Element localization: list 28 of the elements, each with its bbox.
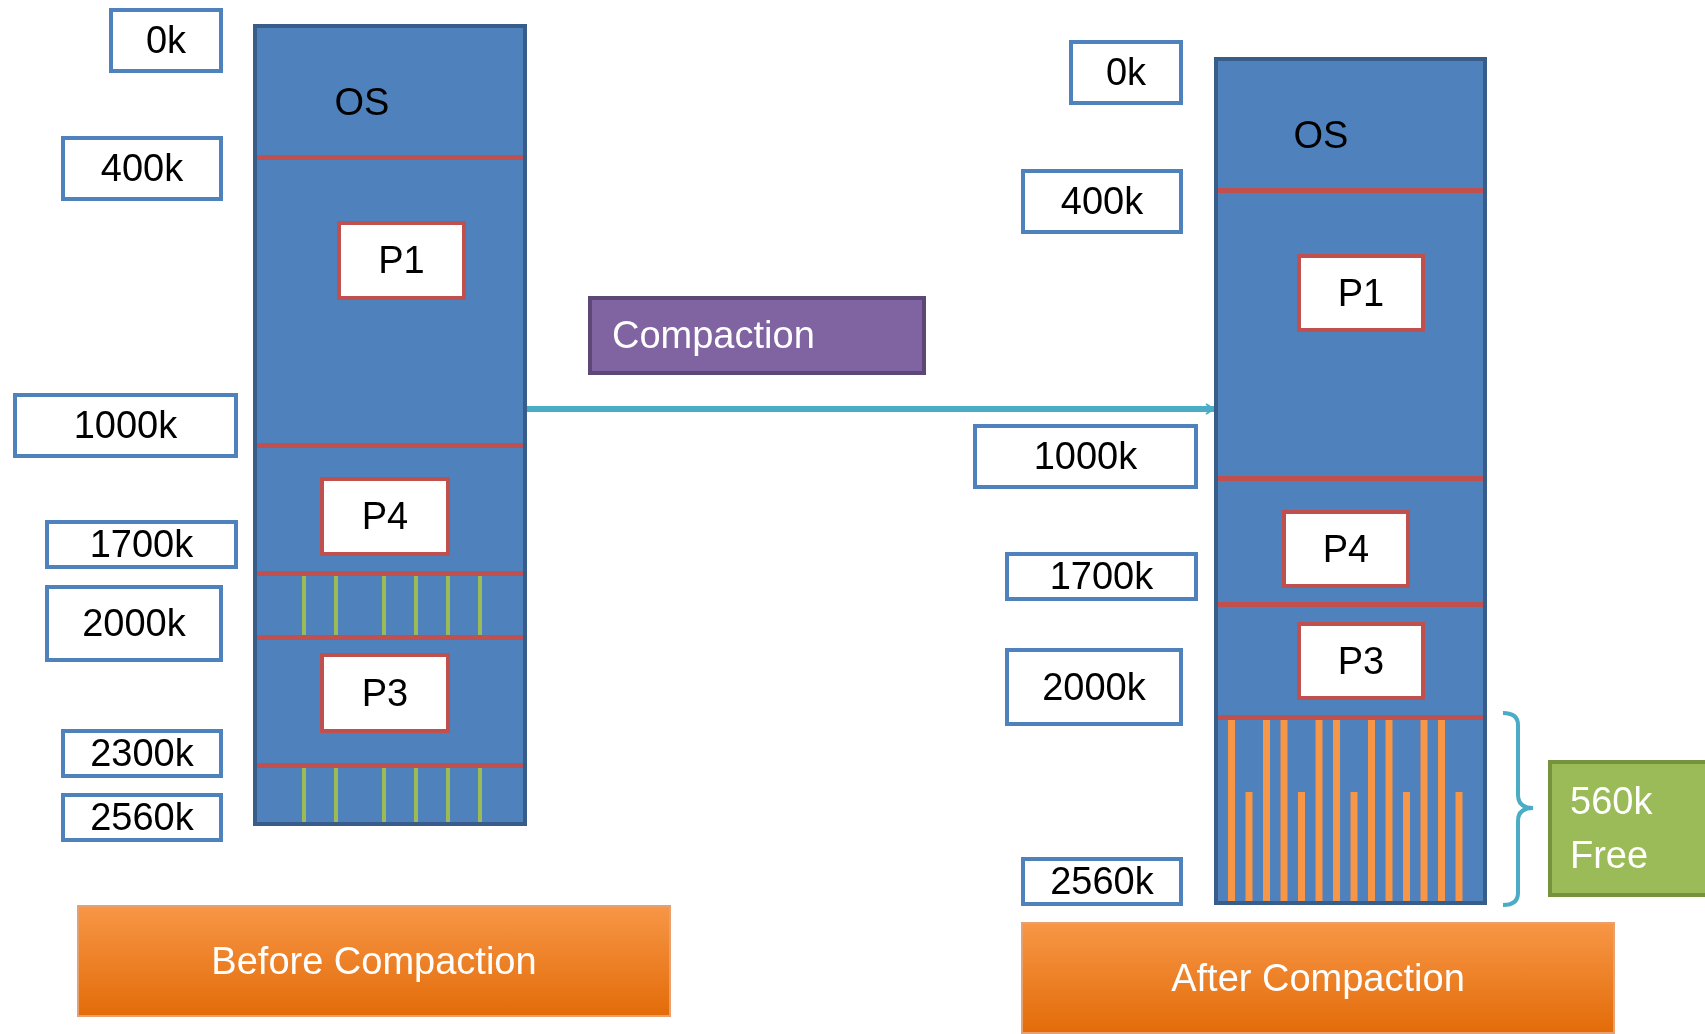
caption-banner: Before Compaction xyxy=(77,905,671,1017)
address-label: 2000k xyxy=(45,585,223,662)
arrow xyxy=(527,403,1215,415)
region-label: OS xyxy=(1276,105,1366,165)
address-label: 0k xyxy=(109,8,223,73)
process-box: P4 xyxy=(1282,510,1410,588)
free-space-label: 560k Free xyxy=(1548,760,1705,897)
address-label: 1000k xyxy=(13,393,238,458)
memory-column xyxy=(1214,57,1487,905)
process-box: P3 xyxy=(320,653,450,733)
address-label: 1700k xyxy=(45,520,238,569)
memory-column xyxy=(253,24,527,826)
process-box: P4 xyxy=(320,477,450,556)
process-box: P3 xyxy=(1297,622,1425,700)
address-label: 0k xyxy=(1069,40,1183,105)
region-label: OS xyxy=(317,72,407,132)
process-box: P1 xyxy=(337,221,466,300)
address-label: 2560k xyxy=(1021,857,1183,906)
address-label: 400k xyxy=(61,136,223,201)
process-box: P1 xyxy=(1297,254,1425,332)
address-label: 2560k xyxy=(61,793,223,842)
address-label: 400k xyxy=(1021,169,1183,234)
address-label: 2000k xyxy=(1005,648,1183,726)
caption-banner: After Compaction xyxy=(1021,922,1615,1034)
address-label: 1000k xyxy=(973,424,1198,489)
operation-label: Compaction xyxy=(588,296,926,375)
address-label: 2300k xyxy=(61,729,223,778)
address-label: 1700k xyxy=(1005,552,1198,601)
